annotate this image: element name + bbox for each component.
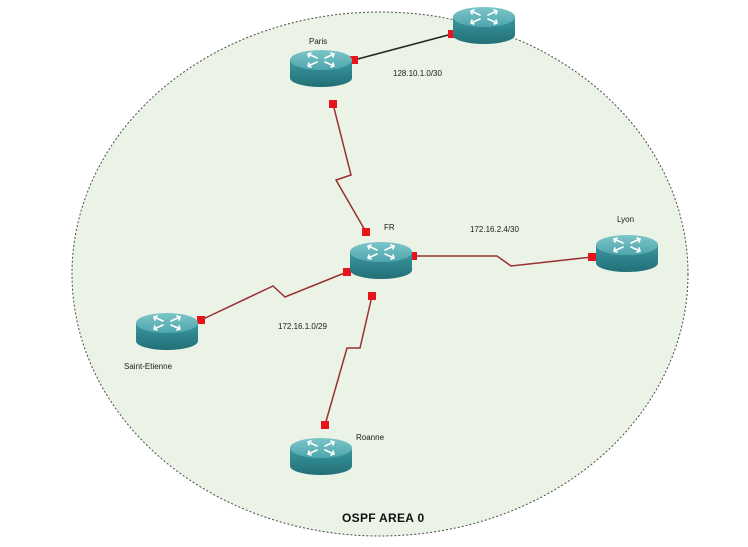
interface-dot <box>409 252 417 260</box>
router-icon <box>290 438 352 475</box>
link-label-fr-lyon: 172.16.2.4/30 <box>470 225 519 234</box>
link-paris-isp <box>353 33 453 61</box>
interface-dot <box>588 253 596 261</box>
interface-dot <box>448 30 456 38</box>
router-fr[interactable] <box>350 242 412 279</box>
router-icon <box>136 313 198 350</box>
area-label: OSPF AREA 0 <box>342 511 424 525</box>
router-roanne[interactable] <box>290 438 352 475</box>
router-saint-etienne[interactable] <box>136 313 198 350</box>
router-icon <box>290 50 352 87</box>
interface-dots <box>197 30 596 429</box>
interface-dot <box>343 268 351 276</box>
interface-dot <box>321 421 329 429</box>
link-fr-lyon <box>413 255 593 267</box>
router-isp[interactable] <box>453 7 515 44</box>
interface-dot <box>368 292 376 300</box>
link-label-fr-saint-etienne: 172.16.1.0/29 <box>278 322 327 331</box>
interface-dot <box>362 228 370 236</box>
router-icon <box>350 242 412 279</box>
router-lyon[interactable] <box>596 235 658 272</box>
router-label-roanne: Roanne <box>356 433 385 442</box>
router-icon <box>453 7 515 44</box>
interface-dot <box>329 100 337 108</box>
router-paris[interactable] <box>290 50 352 87</box>
link-fr-roanne <box>324 295 373 426</box>
router-label-fr: FR <box>384 223 395 232</box>
router-label-lyon: Lyon <box>617 215 634 224</box>
links-layer <box>200 33 593 426</box>
router-label-saint-etienne: Saint-Etienne <box>124 362 173 371</box>
link-label-paris-isp: 128.10.1.0/30 <box>393 69 442 78</box>
interface-dot <box>197 316 205 324</box>
router-icon <box>596 235 658 272</box>
interface-dot <box>350 56 358 64</box>
router-label-paris: Paris <box>309 37 327 46</box>
link-paris-fr <box>332 103 367 233</box>
link-fr-saint-etienne <box>200 271 348 321</box>
